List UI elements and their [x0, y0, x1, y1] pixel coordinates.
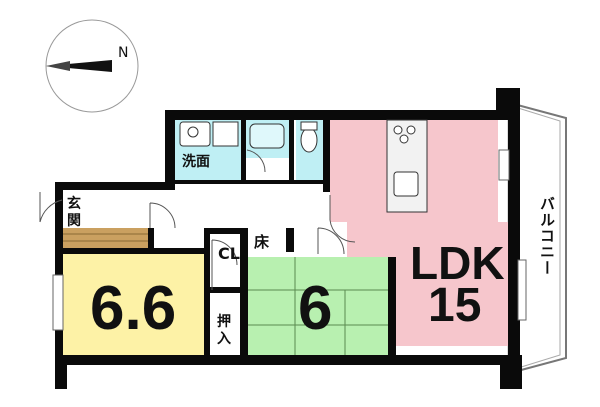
oshiire-label: 押入	[217, 314, 231, 347]
north-label: N	[118, 45, 129, 61]
compass	[45, 19, 139, 113]
north-arrow-icon	[46, 60, 112, 72]
bathtub	[249, 123, 285, 149]
kitchen-counter	[386, 119, 428, 213]
balcony-label: バルコニー	[538, 196, 556, 276]
washroom-label: 洗面	[182, 154, 210, 170]
door-swings	[39, 149, 356, 290]
ldk-size: 15	[428, 279, 482, 332]
kitchen-sink	[393, 171, 419, 197]
entrance-floor	[62, 228, 148, 248]
tatami-lines	[247, 257, 392, 359]
windows	[52, 149, 527, 331]
japanese-room-size: 6	[298, 274, 333, 343]
ldk-name: LDK	[410, 237, 505, 289]
entrance-label: 玄関	[67, 196, 81, 229]
ldk-fill	[330, 120, 518, 346]
japanese-room-fill	[247, 257, 392, 359]
western-room-size: 6.6	[90, 274, 177, 343]
toilet	[300, 127, 318, 153]
closet-label: CL	[218, 244, 240, 263]
washing-machine-pan	[212, 121, 239, 147]
western-room-fill	[62, 252, 204, 355]
walls	[55, 88, 522, 389]
fixtures	[179, 119, 428, 213]
floor-alcove-label: 床	[254, 233, 270, 251]
